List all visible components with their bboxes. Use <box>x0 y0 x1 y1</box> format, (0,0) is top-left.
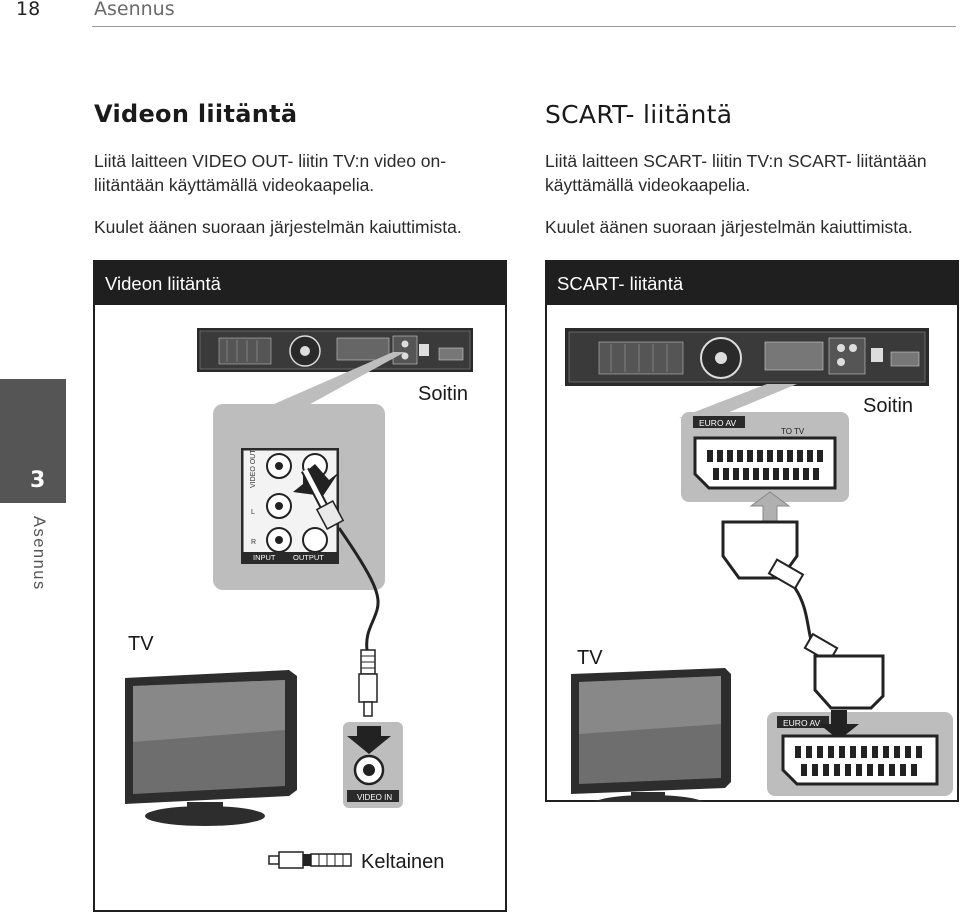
scart-plug-bottom <box>803 632 885 710</box>
zoom-connector <box>265 352 405 408</box>
rca-cable <box>301 467 380 717</box>
scart-plug-top <box>721 520 813 641</box>
to-tv-label: TO TV <box>781 427 805 436</box>
scart-down-arrow <box>819 710 859 740</box>
scart-sound-note: Kuulet äänen suoraan järjestelmän kaiutt… <box>545 217 913 237</box>
svg-text:VIDEO OUT: VIDEO OUT <box>250 449 257 488</box>
scart-socket-top <box>693 436 837 490</box>
scart-panel-header: SCART- liitäntä <box>547 262 957 305</box>
tv-left <box>125 670 297 826</box>
chapter-label: Asennus <box>30 516 48 591</box>
scart-diagram: Soitin EURO AV TO TV TV EURO AV <box>565 328 953 802</box>
video-in-arrow <box>347 726 391 754</box>
svg-text:R: R <box>251 539 256 546</box>
player-label-left: Soitin <box>418 383 468 405</box>
legend-label: Keltainen <box>361 851 444 873</box>
tv-label-right: TV <box>577 647 603 669</box>
video-diagram: Soitin VIDEO OUT INPUT OUTPUT L R <box>125 328 473 873</box>
scart-zoom-connector <box>679 384 797 418</box>
svg-text:OUTPUT: OUTPUT <box>293 553 324 562</box>
chapter-number: 3 <box>30 468 46 493</box>
svg-text:INPUT: INPUT <box>253 553 276 562</box>
video-section-title: Videon liitäntä <box>94 100 298 128</box>
euro-av-bottom-label: EURO AV <box>783 718 820 728</box>
page-number: 18 <box>16 0 41 20</box>
video-out-arrow <box>293 464 339 496</box>
player-label-right: Soitin <box>863 395 913 417</box>
video-sound-note: Kuulet äänen suoraan järjestelmän kaiutt… <box>94 217 462 237</box>
video-in-label: VIDEO IN <box>357 793 392 802</box>
page-header-title: Asennus <box>94 0 175 20</box>
tv-label-left: TV <box>128 633 154 655</box>
chapter-tab <box>0 379 66 503</box>
video-instruction: Liitä laitteen VIDEO OUT- liitin TV:n vi… <box>94 151 447 195</box>
player-rear-panel-right <box>565 328 929 386</box>
header-rule <box>92 26 956 27</box>
scart-section-title: SCART- liitäntä <box>545 100 733 129</box>
video-panel-header: Videon liitäntä <box>95 262 505 305</box>
legend-plug-icon <box>268 851 352 869</box>
tv-right <box>571 668 731 802</box>
player-rear-panel <box>197 328 473 372</box>
euro-av-top-label: EURO AV <box>699 418 736 428</box>
scart-instruction: Liitä laitteen SCART- liitin TV:n SCART-… <box>545 151 927 195</box>
scart-socket-bottom <box>781 734 939 786</box>
svg-text:L: L <box>251 509 255 516</box>
